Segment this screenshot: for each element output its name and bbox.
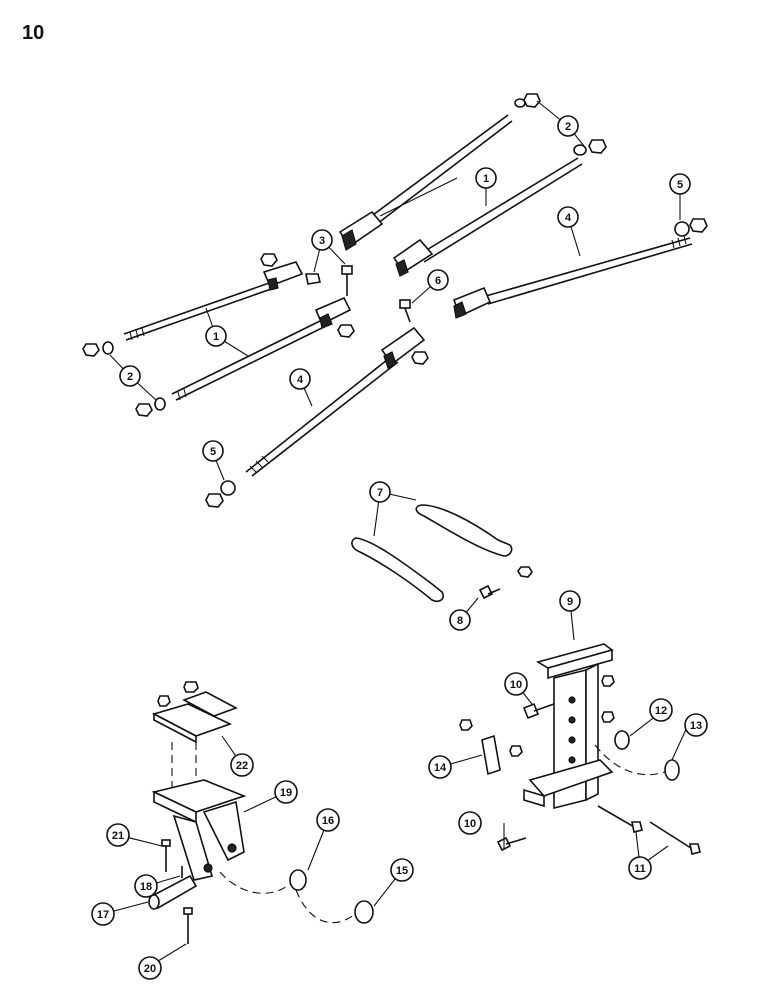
svg-text:4: 4 [297, 374, 304, 386]
plate-7 [351, 504, 513, 603]
callout-10: 10 [458, 811, 482, 835]
nut-washer-set [82, 93, 708, 578]
callout-1: 1 [475, 167, 497, 189]
callout-22: 22 [230, 753, 254, 777]
svg-text:11: 11 [634, 863, 646, 875]
svg-text:3: 3 [319, 235, 325, 247]
callout-11: 11 [628, 856, 652, 880]
svg-text:17: 17 [97, 909, 109, 921]
bolt-21 [161, 839, 171, 872]
plates-22 [151, 681, 238, 744]
svg-text:16: 16 [322, 815, 334, 827]
bolt-6 [399, 299, 411, 323]
svg-text:18: 18 [140, 881, 152, 893]
callout-5: 5 [669, 173, 691, 195]
callout-10: 10 [504, 672, 528, 696]
svg-text:9: 9 [567, 596, 573, 608]
callout-4: 4 [557, 206, 579, 228]
callout-2: 2 [119, 365, 141, 387]
bushing-15 [354, 900, 374, 924]
bolt-3 [305, 265, 353, 296]
callout-17: 17 [91, 902, 115, 926]
callout-8: 8 [449, 609, 471, 631]
callout-9: 9 [559, 590, 581, 612]
svg-text:5: 5 [677, 179, 683, 191]
svg-text:10: 10 [510, 679, 522, 691]
callout-16: 16 [316, 808, 340, 832]
callout-15: 15 [390, 858, 414, 882]
svg-text:2: 2 [127, 371, 133, 383]
callout-21: 21 [106, 823, 130, 847]
callout-3: 3 [311, 229, 333, 251]
svg-text:20: 20 [144, 963, 156, 975]
callout-5: 5 [202, 440, 224, 462]
svg-text:15: 15 [396, 865, 408, 877]
bracket-19 [151, 779, 247, 881]
bushing-16 [289, 869, 307, 891]
rod-1-upper [338, 114, 513, 251]
bracket-9 [523, 643, 614, 810]
callout-1: 1 [205, 325, 227, 347]
callout-4: 4 [289, 368, 311, 390]
bushing-13 [664, 759, 680, 781]
svg-text:5: 5 [210, 446, 216, 458]
rod-4-left [245, 326, 426, 477]
callout-2: 2 [557, 115, 579, 137]
svg-text:12: 12 [655, 705, 667, 717]
bushing-12 [614, 730, 630, 750]
svg-text:4: 4 [565, 212, 572, 224]
rod-1-middle [392, 157, 583, 277]
svg-text:2: 2 [565, 121, 571, 133]
bolts-11 [597, 805, 701, 855]
svg-text:21: 21 [112, 830, 124, 842]
callout-6: 6 [427, 269, 449, 291]
callout-13: 13 [684, 713, 708, 737]
svg-text:8: 8 [457, 615, 463, 627]
svg-text:1: 1 [213, 331, 219, 343]
callout-19: 19 [274, 780, 298, 804]
svg-text:6: 6 [435, 275, 441, 287]
strap-14 [481, 734, 501, 776]
callout-18: 18 [134, 874, 158, 898]
pin-17 [148, 874, 198, 910]
page-number: 10 [22, 22, 45, 44]
svg-text:13: 13 [690, 720, 702, 732]
svg-text:19: 19 [280, 787, 292, 799]
callout-12: 12 [649, 698, 673, 722]
rod-1-left-lower [171, 296, 352, 401]
svg-text:10: 10 [464, 818, 476, 830]
bolt-8 [478, 584, 501, 600]
callout-14: 14 [428, 755, 452, 779]
svg-text:7: 7 [377, 487, 383, 499]
svg-text:22: 22 [236, 760, 248, 772]
rod-1-left-upper [123, 261, 304, 341]
bolt-20 [183, 907, 193, 944]
svg-text:1: 1 [483, 173, 489, 185]
svg-text:14: 14 [434, 762, 447, 774]
bracket-hardware [459, 675, 615, 852]
callout-7: 7 [369, 481, 391, 503]
callout-20: 20 [138, 956, 162, 980]
rod-4-right [452, 235, 693, 319]
